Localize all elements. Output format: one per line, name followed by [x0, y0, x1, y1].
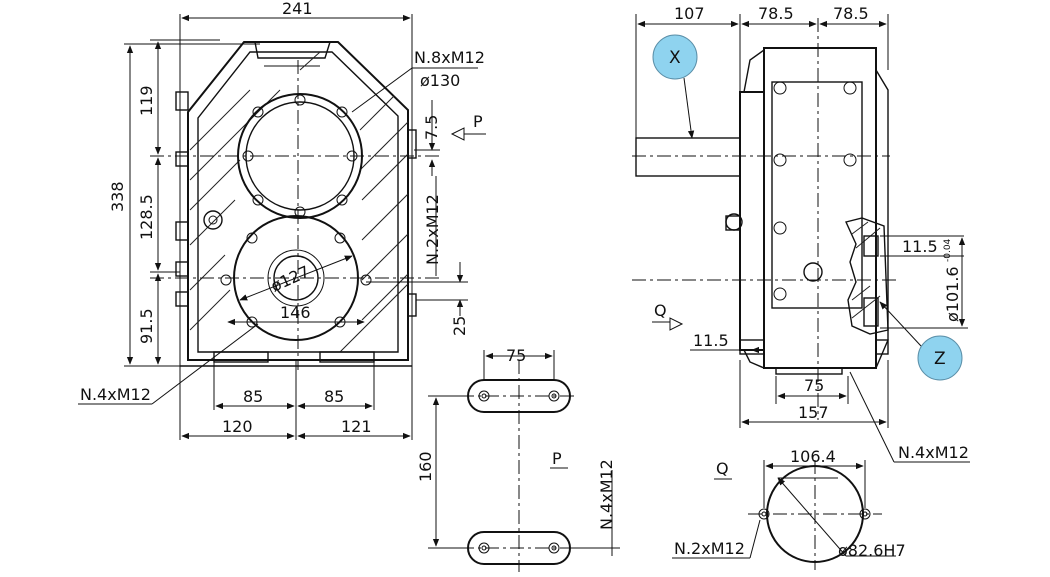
dim-p-height: 160 — [416, 451, 435, 482]
note-p-bolts: N.4xM12 — [597, 459, 616, 530]
front-housing-inner — [197, 51, 399, 353]
note-q-bolts: N.2xM12 — [674, 539, 745, 558]
dim-foot-right: 85 — [324, 387, 344, 406]
front-hatch — [189, 51, 408, 353]
front-view: 241 338 119 128.5 91.5 N.8xM12 ø130 7.5 … — [78, 0, 486, 440]
note-bolt-circle-low: ø127 — [268, 262, 313, 296]
side-flange — [739, 91, 765, 351]
note-foot-bolts: N.4xM12 — [80, 385, 151, 404]
view-q: Q 106.4 ø82.6H7 N.2xM12 — [672, 447, 906, 570]
view-label-q: Q — [654, 301, 667, 320]
note-bolts-top: N.8xM12 — [414, 48, 485, 67]
oil-plug — [203, 210, 223, 230]
dim-base-offset: 11.5 — [693, 331, 729, 350]
note-q-spigot: ø82.6H7 — [838, 541, 906, 560]
view-label-p: P — [473, 112, 483, 131]
view-arrow-p — [450, 127, 465, 141]
dim-bore-diameter: ø101.6 — [943, 266, 962, 322]
dim-foot-left: 85 — [243, 387, 263, 406]
note-bolts-mid: N.2xM12 — [423, 194, 442, 265]
dim-half-width-right: 78.5 — [833, 4, 869, 23]
callout-x-bubble — [652, 34, 698, 80]
top-boss — [254, 41, 331, 59]
dim-height-total: 338 — [108, 181, 127, 212]
side-body — [763, 47, 877, 369]
dim-q-hole-span: 106.4 — [790, 447, 836, 466]
view-arrow-q — [669, 317, 684, 331]
dim-height-top: 119 — [137, 85, 156, 116]
callout-z-bubble — [917, 335, 963, 381]
note-side-foot-bolts: N.4xM12 — [898, 443, 969, 462]
dim-bore-tolerance: -0.04 — [943, 238, 953, 262]
left-boss-mid — [175, 151, 189, 167]
left-boss-low — [175, 221, 189, 241]
dim-height-low: 91.5 — [137, 308, 156, 344]
left-boss-top — [175, 91, 189, 111]
input-shaft — [635, 137, 741, 177]
foot-right — [319, 351, 375, 363]
left-boss-low2 — [175, 261, 189, 277]
dim-base-left: 120 — [222, 417, 253, 436]
view-q-label: Q — [716, 459, 729, 478]
dim-width-total: 241 — [282, 0, 313, 18]
left-boss-base — [175, 291, 189, 307]
front-housing-outline — [187, 41, 409, 361]
callout-z-label: Z — [934, 349, 946, 369]
dim-side-foot-span: 75 — [804, 376, 824, 395]
section-cutaway — [845, 217, 889, 335]
side-plug — [803, 262, 823, 282]
side-bolts — [773, 81, 857, 301]
dim-base-right: 121 — [341, 417, 372, 436]
note-bolt-circle-top: ø130 — [420, 71, 460, 90]
dim-flange-offset: 11.5 — [902, 237, 938, 256]
dim-p-hole-span: 75 — [506, 346, 526, 365]
dim-half-width-left: 78.5 — [758, 4, 794, 23]
dim-side-base-length: 157 — [798, 403, 829, 422]
dim-shaft-length: 107 — [674, 4, 705, 23]
dim-height-mid: 128.5 — [137, 194, 156, 240]
view-p-label: P — [552, 449, 562, 468]
callout-x-label: X — [669, 48, 681, 68]
side-view: 107 78.5 78.5 X Z 11.5 ø101.6 -0.04 Q 11… — [632, 4, 970, 463]
view-p: 75 160 P N.4xM12 — [416, 346, 620, 572]
side-body-inner — [771, 81, 863, 309]
dim-offset-small: 7.5 — [422, 115, 441, 140]
dim-hole-span: 146 — [280, 303, 311, 322]
dim-offset-low: 25 — [450, 316, 469, 336]
